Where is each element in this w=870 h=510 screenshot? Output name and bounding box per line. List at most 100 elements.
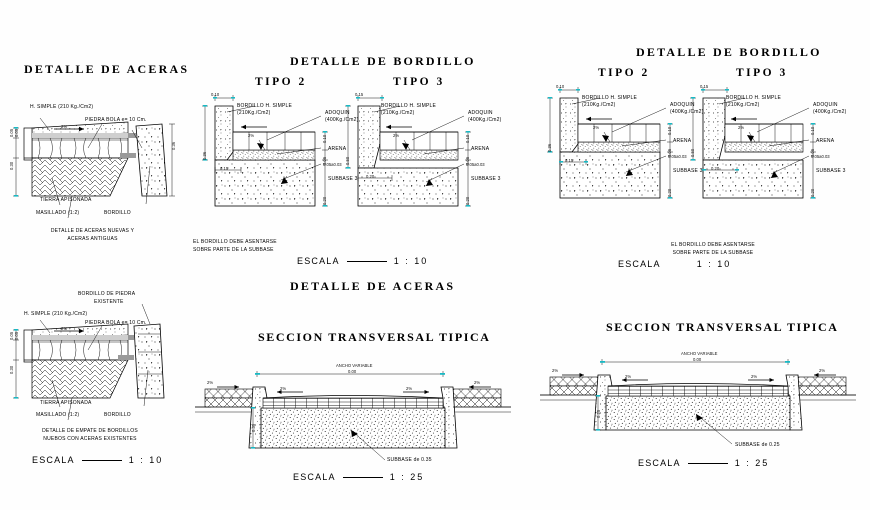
slope-mid-right: 2% xyxy=(406,386,413,391)
scale-word: ESCALA xyxy=(32,455,75,465)
acera-detail-2-drawing xyxy=(13,303,165,421)
slope-left: 2% xyxy=(207,380,214,385)
tipo2-dim-subbase: 0.20 xyxy=(667,188,672,197)
width-label-line1: ANCHO VARIABLE xyxy=(336,363,373,368)
tipo2-paver-label-l1: ADOQUIN xyxy=(325,110,350,116)
bordillo-tipo2-drawing xyxy=(547,87,673,199)
caption-2-line2: NUEBOS CON ACERAS EXISTENTES xyxy=(43,436,137,442)
scale-ratio: 1 : 10 xyxy=(393,256,429,266)
tipo3-slope: 2% xyxy=(738,125,745,130)
tipo2-heading: TIPO 2 xyxy=(598,67,650,79)
panel-detalle-aceras-left: DETALLE DE ACERAS xyxy=(0,0,187,510)
label-bordillo-piedra-line2: EXISTENTE xyxy=(94,299,124,305)
label-bordillo-2: BORDILLO xyxy=(104,412,131,418)
tipo3-heading: TIPO 3 xyxy=(736,67,788,79)
dim-bottom-1: 0.30 xyxy=(9,161,14,170)
tipo3-paver-label-l1: ADOQUIN xyxy=(813,102,838,108)
scale-aceras-left: ESCALA 1 : 10 xyxy=(32,455,163,465)
scale-seccion-right: ESCALA 1 : 25 xyxy=(638,458,769,468)
note-line2: SOBRE PARTE DE LA SUBBASE xyxy=(193,247,274,253)
slope-mid-right: 2% xyxy=(751,374,758,379)
tipo3-paver-label-l2: (400Kg./Cm2) xyxy=(813,109,847,115)
tipo2-slope: 2% xyxy=(248,133,255,138)
tipo2-slope: 2% xyxy=(593,125,600,130)
tipo2-dim-top: 0.10 xyxy=(211,92,220,97)
panel-title: DETALLE DE ACERAS xyxy=(24,62,190,76)
tipo3-dim-top: 0.15 xyxy=(355,92,364,97)
tipo2-curb-label-l1: BORDILLO H. SIMPLE xyxy=(237,103,293,109)
tipo3-curb-label-l2: (210Kg./Cm2) xyxy=(726,102,760,108)
tipo2-dim-left: 0.36 xyxy=(547,143,552,152)
tipo3-slope: 2% xyxy=(393,133,400,138)
dim-second-1: 0.05 xyxy=(14,128,19,137)
width-label-line2: 0.00 xyxy=(348,369,357,374)
slope-mid-left: 2% xyxy=(625,374,632,379)
subbase-label: SUBBASE de 0.25 xyxy=(735,442,780,448)
dim-bottom-2: 0.30 xyxy=(9,365,14,374)
tipo2-curb-label-l1: BORDILLO H. SIMPLE xyxy=(582,95,638,101)
tipo3-dim-top: 0.15 xyxy=(700,84,709,89)
panel-seccion-right: SECCION TRANSVERSAL TIPICA xyxy=(530,300,870,510)
tipo3-dim-bottom: 0.20 xyxy=(366,174,375,179)
dim-right-1: 0.36 xyxy=(171,141,176,150)
scale-bar xyxy=(342,476,383,478)
caption-1-line1: DETALLE DE ACERAS NUEVAS Y xyxy=(50,228,135,234)
tipo3-dim-bottom: 0.20 xyxy=(711,166,720,171)
label-bordillo-1: BORDILLO xyxy=(104,210,131,216)
scale-word: ESCALA xyxy=(618,259,661,269)
scale-word: ESCALA xyxy=(638,458,681,468)
tipo3-paver-label-l2: (400Kg./Cm2) xyxy=(468,117,502,123)
tipo2-dim-bottom: 0.15 xyxy=(565,158,574,163)
tipo3-subbase-label: SUBBASE 3 xyxy=(816,168,846,174)
tipo2-sand-label: ARENA xyxy=(673,138,692,144)
tipo2-subbase-label: SUBBASE 3 xyxy=(328,176,358,182)
scale-ratio: 1 : 25 xyxy=(734,458,770,468)
note-line2: SOBRE PARTE DE LA SUBBASE xyxy=(672,250,754,256)
scale-bar xyxy=(687,462,728,464)
label-tierra-apisonada-1: TIERRA APISONADA xyxy=(40,197,92,203)
seccion-transversal-drawing xyxy=(540,359,856,445)
label-slope-2: 2% xyxy=(61,326,68,331)
label-bordillo-piedra-line1: BORDILLO DE PIEDRA xyxy=(78,291,136,297)
tipo3-dim-subbase: 0.20 xyxy=(810,188,815,197)
tipo2-dim-left: 0.36 xyxy=(202,151,207,160)
tipo3-dim-left: 0.50 xyxy=(345,156,350,165)
acera-detail-1-drawing xyxy=(13,117,175,219)
width-label-line1: ANCHO VARIABLE xyxy=(681,351,718,356)
tipo3-dim-sand-range: 0.05a0.03 xyxy=(466,162,485,167)
tipo2-subbase-label: SUBBASE 3 xyxy=(673,168,703,174)
tipo3-dim-left: 0.50 xyxy=(690,148,695,157)
scale-ratio: 1 : 25 xyxy=(389,472,425,482)
scale-bar xyxy=(81,459,122,461)
seccion-transversal-drawing xyxy=(195,371,511,461)
panel-title: DETALLE DE ACERAS xyxy=(290,279,456,293)
scale-bordillo-middle: ESCALA 1 : 10 xyxy=(297,256,428,266)
tipo2-dim-bottom: 0.15 xyxy=(220,166,229,171)
panel-subtitle: SECCION TRANSVERSAL TIPICA xyxy=(258,330,491,344)
tipo3-dim-subbase: 0.20 xyxy=(465,196,470,205)
panel-title: SECCION TRANSVERSAL TIPICA xyxy=(606,320,839,334)
tipo2-paver-label-l2: (400Kg./Cm2) xyxy=(325,117,359,123)
caption-2-line1: DETALLE DE EMPATE DE BORDILLOS xyxy=(42,428,138,434)
scale-word: ESCALA xyxy=(293,472,336,482)
tipo2-curb-label-l2: (210Kg./Cm2) xyxy=(582,102,616,108)
panel-detalle-bordillo-right: DETALLE DE BORDILLO TIPO 2 TIPO 3 xyxy=(530,0,870,275)
label-masillado-2: MASILLADO (1:2) xyxy=(36,412,80,418)
scale-ratio: 1 : 10 xyxy=(696,259,732,269)
caption-1-line2: ACERAS ANTIGUAS xyxy=(67,236,118,242)
tipo3-subbase-label: SUBBASE 3 xyxy=(471,176,501,182)
label-piedra-bola-1: PIEDRA BOLA e= 10 Cm. xyxy=(85,117,147,123)
tipo2-heading: TIPO 2 xyxy=(255,76,307,88)
tipo2-dim-top: 0.10 xyxy=(556,84,565,89)
tipo3-dim-paver: 0.10 xyxy=(810,126,815,135)
panel-title: DETALLE DE BORDILLO xyxy=(290,54,476,68)
tipo3-sand-label: ARENA xyxy=(816,138,835,144)
tipo2-sand-label: ARENA xyxy=(328,146,347,152)
label-piedra-bola-2: PIEDRA BOLA e= 10 Cm. xyxy=(85,320,147,326)
tipo3-paver-label-l1: ADOQUIN xyxy=(468,110,493,116)
tipo3-sand-label: ARENA xyxy=(471,146,490,152)
bordillo-tipo3-drawing xyxy=(690,87,816,199)
scale-word: ESCALA xyxy=(297,256,340,266)
tipo2-dim-paver: 0.10 xyxy=(322,134,327,143)
label-h-simple-2: H. SIMPLE (210 Kg./Cm2) xyxy=(24,311,88,317)
